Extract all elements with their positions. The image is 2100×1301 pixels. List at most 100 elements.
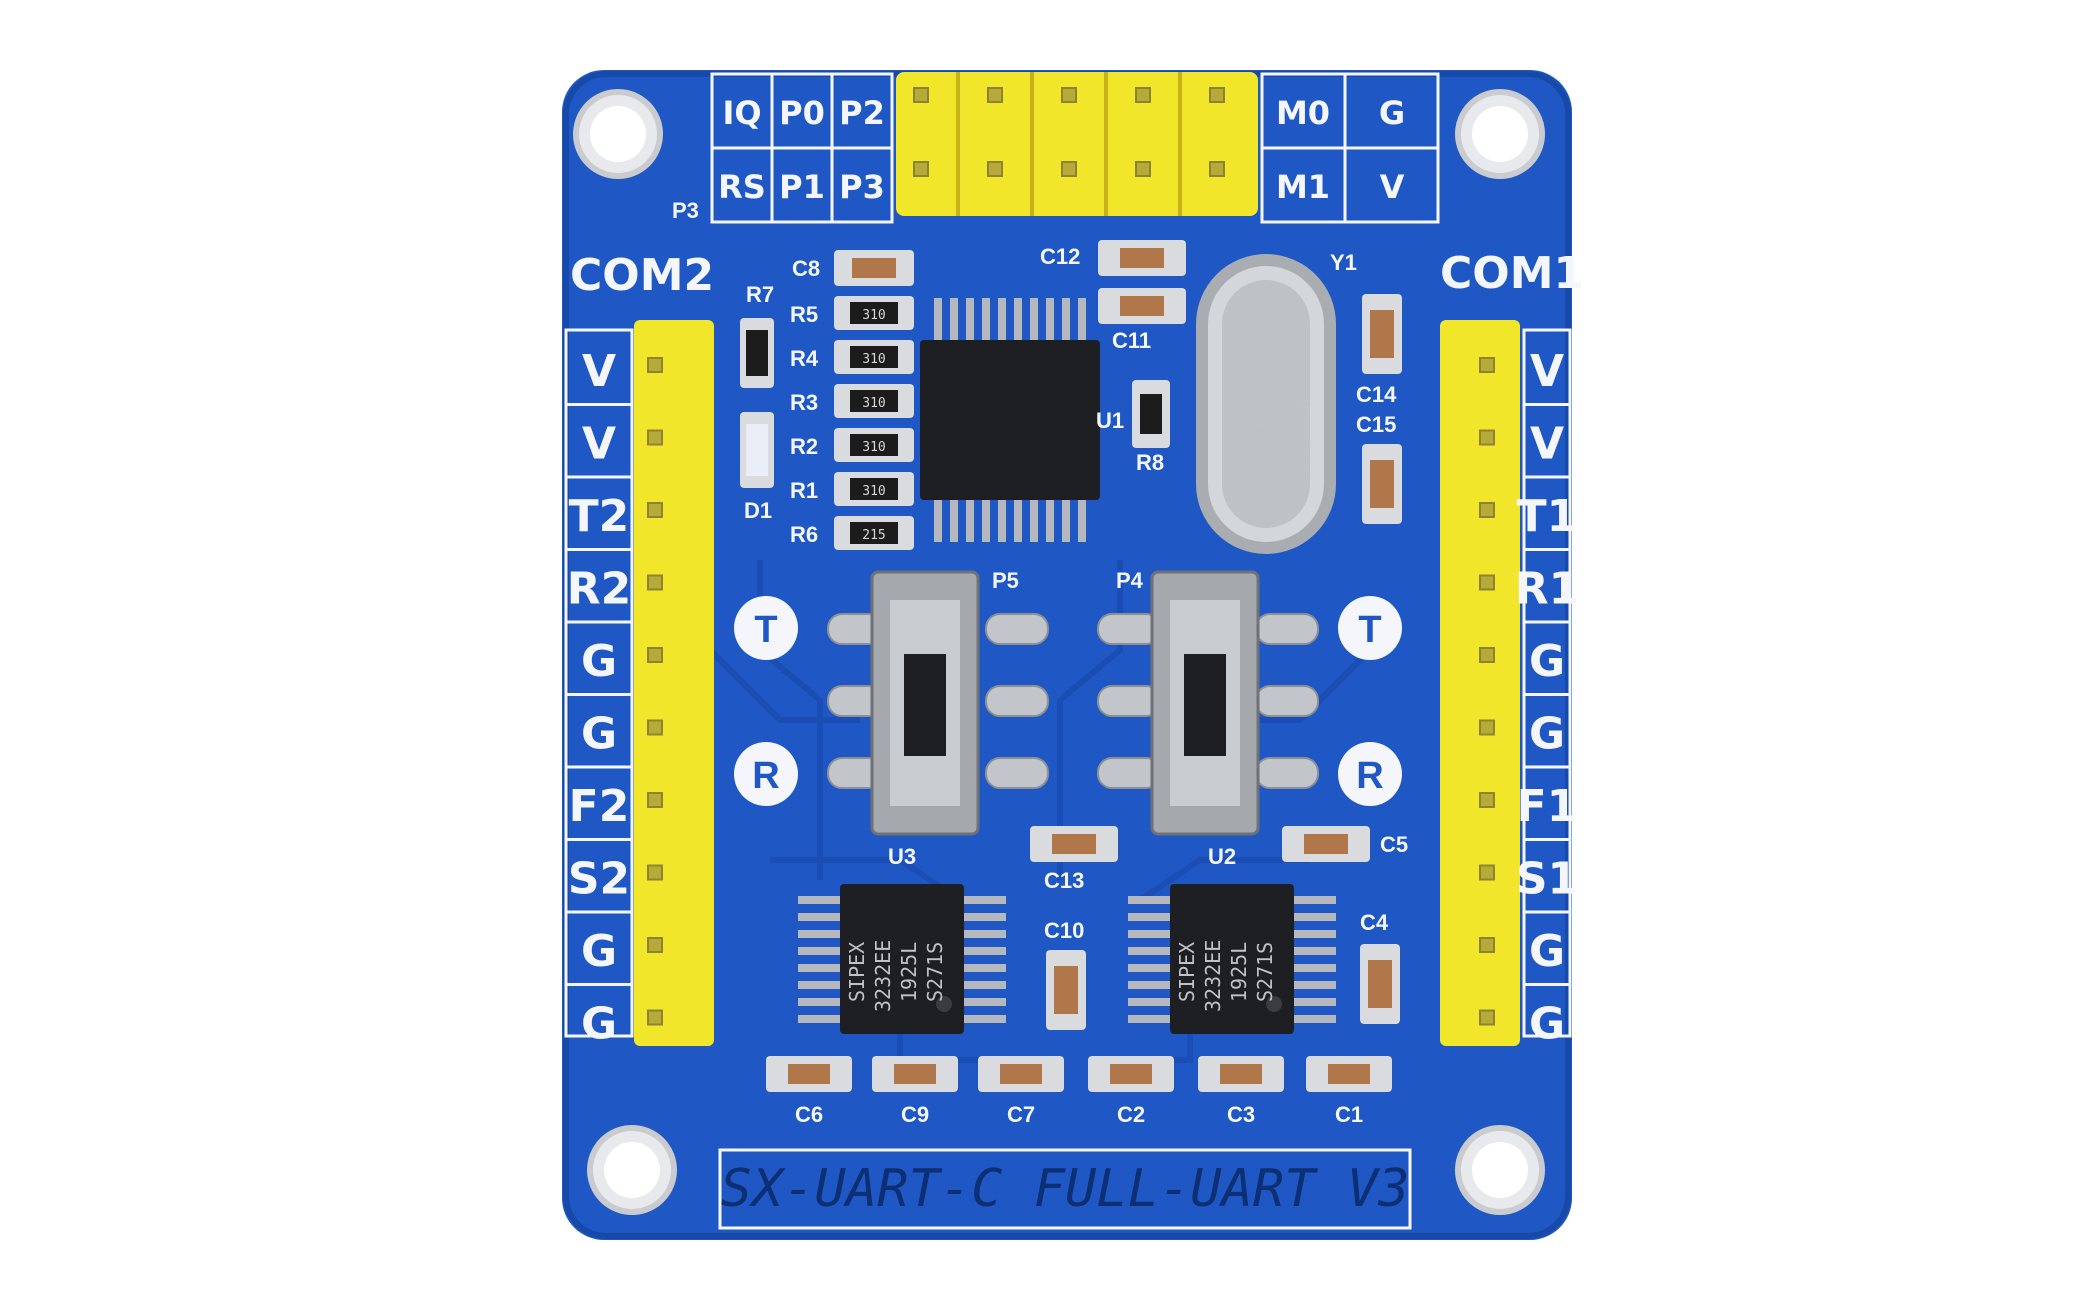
- ic-pin: [950, 498, 958, 542]
- com1-pin: [1479, 429, 1495, 446]
- ref-c12: C12: [1040, 244, 1080, 269]
- com2-pin-label: V: [582, 419, 616, 470]
- badge-r-left: R: [752, 755, 779, 797]
- board-title: SX-UART-C FULL-UART V3: [721, 1159, 1410, 1219]
- ic-pin: [798, 1015, 842, 1023]
- ref-c5: C5: [1380, 832, 1408, 857]
- resistor-mark: 310: [862, 308, 885, 323]
- ic-pin: [798, 998, 842, 1006]
- ref-u3: U3: [888, 844, 916, 869]
- com1-pin: [1479, 502, 1495, 518]
- ic-pin: [1062, 498, 1070, 542]
- badge-t-left: T: [754, 609, 777, 651]
- ic-pin: [798, 896, 842, 904]
- ic-u3-line2: 3232EE: [871, 940, 895, 1012]
- main-ic: [920, 298, 1100, 542]
- ic-pin: [962, 964, 1006, 972]
- com1-pin: [1479, 1009, 1495, 1026]
- resistor-body: [850, 434, 898, 456]
- ic-pin: [1292, 896, 1336, 904]
- ref-c4: C4: [1360, 910, 1389, 935]
- ic-pin: [966, 498, 974, 542]
- ic-pin: [1128, 896, 1172, 904]
- top-pin-header: [896, 72, 1258, 216]
- com2-pin: [647, 429, 663, 446]
- top-label: IQ: [722, 94, 761, 132]
- ic-pin: [1078, 298, 1086, 342]
- ic-u2-line4: S271S: [1253, 942, 1277, 1002]
- top-label: RS: [718, 168, 766, 206]
- ref-c15: C15: [1356, 412, 1396, 437]
- ic-pin: [1292, 1015, 1336, 1023]
- resistor-ref: R5: [790, 302, 818, 327]
- ic-u2-line3: 1925L: [1227, 942, 1251, 1002]
- capacitor-body: [788, 1064, 830, 1084]
- ic-pin: [1128, 947, 1172, 955]
- ref-r8: R8: [1136, 450, 1164, 475]
- crystal-line1: SCTF: [1251, 408, 1275, 456]
- ic-pin: [1128, 998, 1172, 1006]
- ic-pin: [962, 998, 1006, 1006]
- com2-pin: [647, 792, 663, 808]
- com2-pin: [647, 502, 663, 518]
- resistor-mark: 310: [862, 484, 885, 499]
- com1-pin: [1479, 719, 1495, 736]
- badge-t-right: T: [1358, 609, 1381, 651]
- ic-u2-line1: SIPEX: [1175, 942, 1199, 1002]
- com2-pin: [647, 647, 663, 663]
- tr-badges: T R T R: [734, 596, 1402, 806]
- resistor-ref: R3: [790, 390, 818, 415]
- capacitor-ref: C7: [1007, 1102, 1035, 1127]
- ref-c10: C10: [1044, 918, 1084, 943]
- ic-pin: [962, 981, 1006, 989]
- ic-pin: [1292, 998, 1336, 1006]
- top-label: P1: [779, 168, 825, 206]
- ref-c8: C8: [792, 256, 820, 281]
- ic-pin: [934, 498, 942, 542]
- ref-d1: D1: [744, 498, 772, 523]
- mounting-holes: [573, 89, 1545, 1215]
- ic-pin: [1062, 298, 1070, 342]
- com2-pin-label: G: [581, 636, 617, 687]
- ic-pin: [962, 896, 1006, 904]
- ic-u2-line2: 3232EE: [1201, 940, 1225, 1012]
- resistor-ref: R6: [790, 522, 818, 547]
- ref-c14: C14: [1356, 382, 1397, 407]
- com2-pin-label: R2: [567, 564, 632, 615]
- ref-y1: Y1: [1330, 250, 1357, 275]
- ref-u2: U2: [1208, 844, 1236, 869]
- resistor-body: [850, 302, 898, 324]
- ic-u2: SIPEX 3232EE 1925L S271S: [1128, 884, 1336, 1034]
- resistor-ref: R4: [790, 346, 819, 371]
- ic-pin: [1030, 298, 1038, 342]
- slide-switch-p4: P4: [1097, 568, 1319, 836]
- resistor-mark: 310: [862, 352, 885, 367]
- mid-capacitors: C13 C5 U3 U2 C10 C4: [888, 826, 1408, 1030]
- capacitor-ref: C9: [901, 1102, 929, 1127]
- ic-pin: [950, 298, 958, 342]
- board-title-block: SX-UART-C FULL-UART V3: [718, 1148, 1412, 1230]
- slide-switch-p5: P5: [827, 568, 1049, 836]
- top-label: M0: [1276, 94, 1330, 132]
- ic-pin: [1014, 498, 1022, 542]
- capacitor-body: [1110, 1064, 1152, 1084]
- resistor-mark: 310: [862, 396, 885, 411]
- com1-pin-label: G: [1529, 999, 1565, 1050]
- com1-pin: [1479, 792, 1495, 808]
- top-capacitors: C12 C11 R8 U1 C14 C15: [1040, 240, 1402, 524]
- ic-pin: [1030, 498, 1038, 542]
- ic-pin: [1046, 498, 1054, 542]
- com1-pin: [1479, 864, 1495, 881]
- com2-title: COM2: [570, 250, 714, 301]
- com2-pin-label: G: [581, 999, 617, 1050]
- com1-pin: [1479, 647, 1495, 663]
- ic-pin: [998, 298, 1006, 342]
- ic-pin: [1292, 981, 1336, 989]
- ic-pin: [982, 498, 990, 542]
- ic-pin: [798, 981, 842, 989]
- top-label: V: [1380, 168, 1405, 206]
- resistor-mark: 310: [862, 440, 885, 455]
- capacitor-ref: C6: [795, 1102, 823, 1127]
